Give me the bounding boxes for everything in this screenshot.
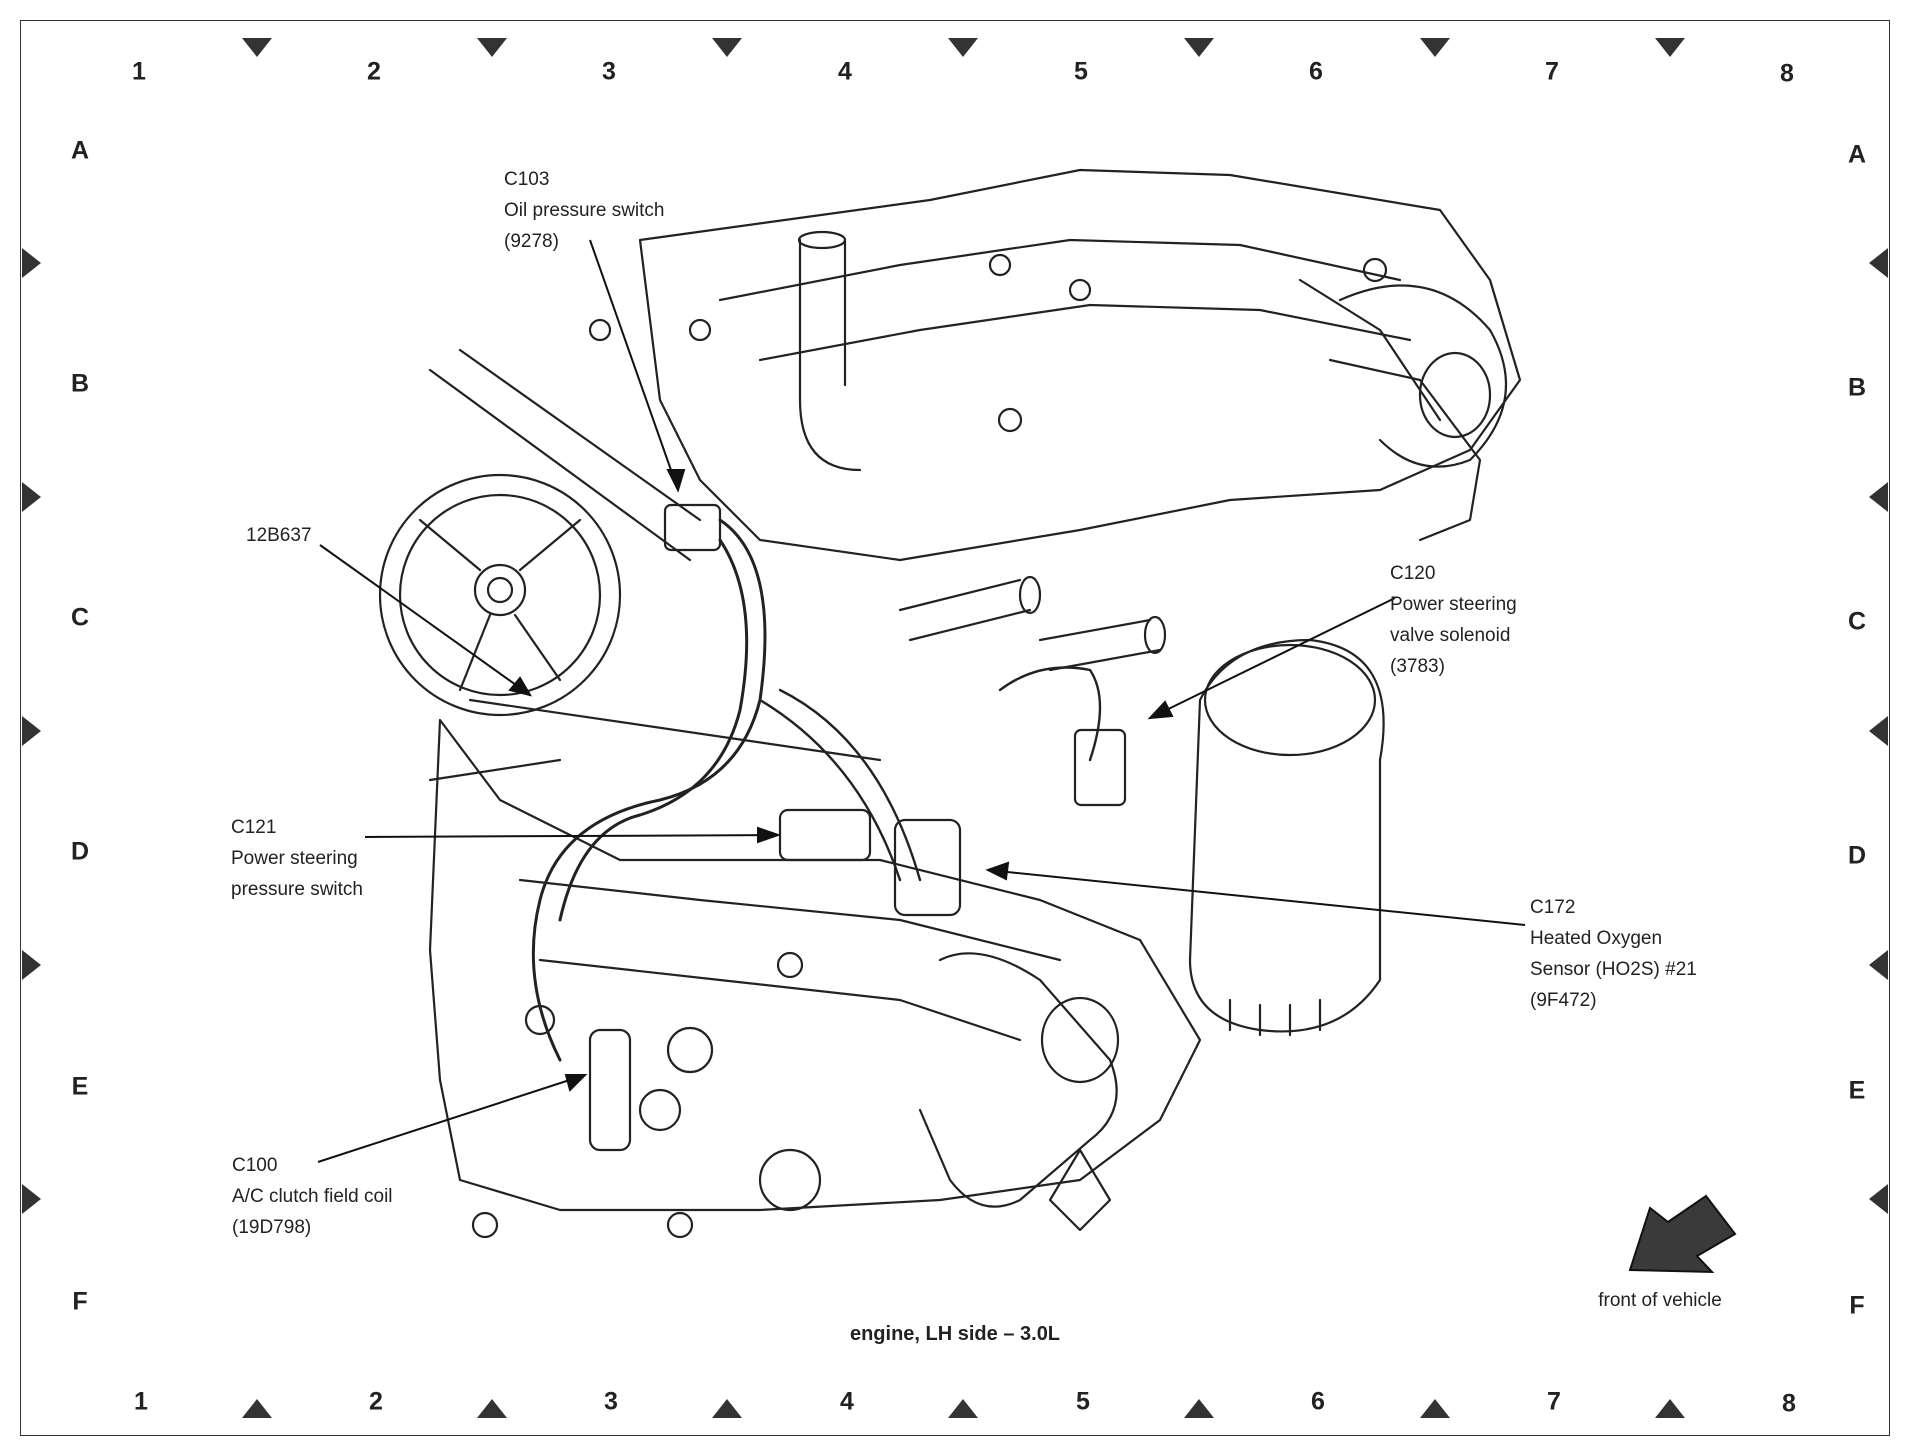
col-label-top-2: 2 [367, 57, 381, 86]
callout-c120-line-2: Power steering [1390, 594, 1517, 615]
callout-c100-line-1: C100 [232, 1155, 278, 1176]
callout-c103-line-1: C103 [504, 169, 550, 190]
pcv-tube [798, 238, 862, 472]
connector-c172 [893, 818, 962, 917]
col-label-bottom-2: 2 [369, 1387, 383, 1416]
oil-filter [1188, 638, 1385, 1037]
callout-c121: C121 Power steering pressure switch [231, 812, 363, 905]
callout-c172-line-2: Heated Oxygen [1530, 928, 1663, 949]
col-label-top-3: 3 [602, 57, 616, 86]
callout-c103-line-3: (9278) [504, 231, 559, 252]
accessory-pulley [378, 473, 622, 717]
row-label-left-A: A [70, 136, 90, 165]
front-of-vehicle-label: front of vehicle [1598, 1290, 1722, 1311]
grid-markers [22, 38, 1888, 1418]
connector-c120 [1073, 728, 1127, 807]
callout-c172-line-3: Sensor (HO2S) #21 [1530, 959, 1697, 980]
leader-lines [317, 239, 1526, 1163]
diagram-caption: engine, LH side – 3.0L [849, 1323, 1061, 1345]
row-label-right-B: B [1847, 373, 1867, 402]
exhaust-arm [918, 952, 1118, 1208]
coolant-tube [898, 578, 1032, 642]
col-label-top-8: 8 [1780, 59, 1794, 88]
callout-c103: C103 Oil pressure switch (9278) [504, 164, 665, 257]
drive-belt [428, 348, 882, 782]
diagram-frame [20, 20, 1890, 1436]
wiring-harness [531, 518, 767, 1062]
callout-c100-line-3: (19D798) [232, 1217, 312, 1238]
callout-c100-line-2: A/C clutch field coil [232, 1186, 393, 1207]
throttle-body [1338, 284, 1508, 468]
intake-manifold [638, 168, 1522, 562]
col-label-top-1: 1 [132, 57, 146, 86]
row-label-right-F: F [1849, 1291, 1865, 1320]
connector-c121 [778, 808, 872, 862]
callout-c120: C120 Power steering valve solenoid (3783… [1390, 558, 1517, 682]
row-label-right-A: A [1847, 140, 1867, 169]
callout-c120-line-4: (3783) [1390, 656, 1445, 677]
row-label-left-D: D [70, 837, 90, 866]
col-label-bottom-7: 7 [1547, 1387, 1561, 1416]
connector-c100 [588, 1028, 632, 1152]
col-label-top-6: 6 [1309, 57, 1323, 86]
callout-c120-line-3: valve solenoid [1390, 625, 1511, 646]
row-label-right-D: D [1847, 841, 1867, 870]
front-of-vehicle-arrow-icon [1628, 1194, 1737, 1274]
callout-c121-line-1: C121 [231, 817, 277, 838]
callout-c172-line-1: C172 [1530, 897, 1576, 918]
callout-12b637: 12B637 [246, 520, 312, 551]
col-label-top-7: 7 [1545, 57, 1559, 86]
callout-12b637-line-1: 12B637 [246, 525, 312, 546]
row-label-right-E: E [1848, 1076, 1866, 1105]
callout-c121-line-2: Power steering [231, 848, 358, 869]
col-label-bottom-4: 4 [840, 1387, 854, 1416]
row-label-left-F: F [72, 1287, 88, 1316]
row-label-left-C: C [70, 603, 90, 632]
row-label-left-B: B [70, 369, 90, 398]
col-label-bottom-8: 8 [1782, 1389, 1796, 1418]
col-label-top-4: 4 [838, 57, 852, 86]
manifold-bolts [588, 253, 1388, 433]
col-label-bottom-6: 6 [1311, 1387, 1325, 1416]
row-label-right-C: C [1847, 607, 1867, 636]
connector-c103 [663, 503, 722, 552]
col-label-bottom-5: 5 [1076, 1387, 1090, 1416]
callout-c172: C172 Heated Oxygen Sensor (HO2S) #21 (9F… [1530, 892, 1697, 1016]
col-label-top-5: 5 [1074, 57, 1088, 86]
callout-c100: C100 A/C clutch field coil (19D798) [232, 1150, 393, 1243]
callout-c172-line-4: (9F472) [1530, 990, 1597, 1011]
row-label-left-E: E [71, 1072, 89, 1101]
col-label-bottom-1: 1 [134, 1387, 148, 1416]
engine-block [428, 718, 1202, 1212]
callout-c121-line-3: pressure switch [231, 879, 363, 900]
callout-c103-line-2: Oil pressure switch [504, 200, 665, 221]
callout-c120-line-1: C120 [1390, 563, 1436, 584]
col-label-bottom-3: 3 [604, 1387, 618, 1416]
